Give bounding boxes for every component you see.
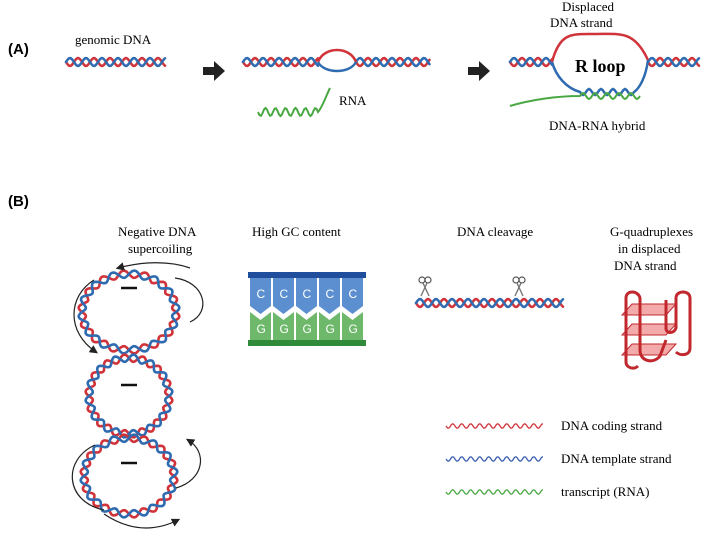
coding-strand-segment (241, 56, 320, 68)
cytosine-base (273, 278, 294, 314)
legend-label-transcript: transcript (RNA) (561, 484, 649, 499)
template-strand-segment (508, 56, 554, 68)
guanine-base (319, 312, 340, 340)
supercoil-strand (79, 433, 179, 519)
supercoiling-label-line2: supercoiling (128, 241, 193, 256)
guanine-letter: G (303, 322, 312, 336)
rna-label: RNA (339, 93, 367, 108)
legend-label-coding-strand: DNA coding strand (561, 418, 663, 433)
process-arrow-1-icon (203, 61, 225, 81)
negative-sign-icons (121, 286, 137, 465)
cytosine-base (250, 278, 271, 314)
rna-strand (257, 87, 331, 118)
genomic-dna-label: genomic DNA (75, 32, 152, 47)
template-strand-segment (241, 56, 320, 68)
dna-rna-hybrid-label: DNA-RNA hybrid (549, 118, 646, 133)
legend-swatch-transcript (445, 489, 544, 495)
cytosine-base (319, 278, 340, 314)
panel-b-label: (B) (8, 193, 29, 210)
guanine-base (296, 312, 317, 340)
open-bubble-top-strand (316, 48, 358, 63)
gc-content-title: High GC content (252, 224, 341, 239)
r-loop-label: R loop (575, 56, 626, 76)
template-strand-segment (354, 56, 431, 68)
guanine-letter: G (326, 322, 335, 336)
r-loop-dna-helix (508, 56, 701, 68)
rna-in-hybrid (509, 91, 641, 107)
cytosine-base (342, 278, 363, 314)
cleavage-label: DNA cleavage (457, 224, 533, 239)
coding-strand-segment (508, 56, 554, 68)
cleaved-dna-helix (414, 297, 565, 309)
g4-label-line1: G-quadruplexes (610, 224, 693, 239)
gc-top-backbone (248, 272, 366, 278)
template-strand-segment (646, 56, 701, 68)
g4-label-line2: in displaced (618, 241, 681, 256)
legend-label-template-strand: DNA template strand (561, 451, 672, 466)
process-arrow-2-icon (468, 61, 490, 81)
gc-bottom-backbone (248, 340, 366, 346)
supercoil-strand (77, 269, 181, 355)
displaced-strand-label-line2: DNA strand (550, 15, 613, 30)
opened-dna-helix (241, 56, 431, 68)
guanine-letter: G (280, 322, 289, 336)
legend-swatch-template-strand (445, 456, 544, 462)
template-strand-segment (64, 56, 167, 68)
displaced-dna-strand (550, 32, 650, 63)
supercoil-strand (84, 353, 174, 439)
template-strand-segment (414, 297, 565, 309)
legend-swatch-coding-strand (445, 423, 544, 429)
guanine-letter: G (349, 322, 358, 336)
cytosine-base (296, 278, 317, 314)
supercoiled-dna-loops (77, 269, 181, 519)
gc-base-pairs-block: C G C G C G C G C G (248, 272, 366, 346)
cytosine-letter: C (303, 287, 312, 301)
guanine-base (273, 312, 294, 340)
supercoiling-label-line1: Negative DNA (118, 224, 197, 239)
cytosine-letter: C (349, 287, 358, 301)
coding-strand-segment (354, 56, 431, 68)
supercoil-rotation-arrows-icon (71, 262, 204, 529)
scissors-left-icon (418, 276, 432, 297)
legend: DNA coding strand DNA template strand tr… (445, 418, 672, 499)
cytosine-letter: C (257, 287, 266, 301)
scissors-right-icon (512, 276, 526, 297)
panel-a-label: (A) (8, 41, 29, 58)
guanine-base (250, 312, 271, 340)
guanine-base (342, 312, 363, 340)
g4-label-line3: DNA strand (614, 258, 677, 273)
cytosine-letter: C (280, 287, 289, 301)
guanine-letter: G (257, 322, 266, 336)
genomic-dna-helix (64, 56, 167, 68)
displaced-strand-label-line1: Displaced (562, 0, 614, 14)
cytosine-letter: C (326, 287, 335, 301)
template-strand-in-hybrid (550, 59, 650, 97)
g-quadruplex-icon (620, 290, 692, 370)
open-bubble-bottom-strand (316, 61, 358, 73)
